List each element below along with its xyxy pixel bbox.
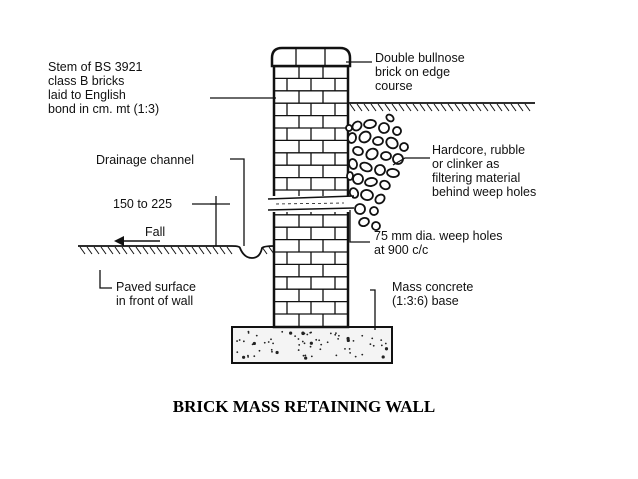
label-line: 150 to 225	[113, 197, 172, 211]
leader-lines	[99, 61, 430, 330]
weep-hole	[267, 195, 355, 212]
label-line: behind weep holes	[432, 185, 536, 199]
label-line: Hardcore, rubble	[432, 143, 525, 157]
label-drainage: Drainage channel	[96, 153, 194, 167]
label-line: Drainage channel	[96, 153, 194, 167]
paved-surface	[78, 245, 275, 259]
label-line: at 900 c/c	[374, 243, 428, 257]
label-line: filtering material	[432, 171, 520, 185]
retained-ground	[348, 102, 535, 112]
label-mass-concrete: Mass concrete(1:3:6) base	[392, 280, 473, 308]
label-line: laid to English	[48, 88, 126, 102]
label-line: in front of wall	[116, 294, 193, 308]
mass-concrete-base	[231, 326, 393, 364]
hardcore-fill	[345, 113, 409, 231]
label-dimension: 150 to 225	[113, 197, 172, 211]
bullnose-coping	[270, 46, 352, 68]
fall-arrow	[114, 236, 160, 246]
label-line: class B bricks	[48, 74, 124, 88]
label-line: brick on edge	[375, 65, 450, 79]
label-line: Paved surface	[116, 280, 196, 294]
label-line: Fall	[145, 225, 165, 239]
diagram-caption: BRICK MASS RETAINING WALL	[173, 397, 435, 416]
label-line: (1:3:6) base	[392, 294, 459, 308]
label-fall: Fall	[145, 225, 165, 239]
label-line: bond in cm. mt (1:3)	[48, 102, 159, 116]
label-line: or clinker as	[432, 157, 499, 171]
label-line: course	[375, 79, 413, 93]
label-line: Stem of BS 3921	[48, 60, 143, 74]
label-line: Mass concrete	[392, 280, 473, 294]
label-line: 75 mm dia. weep holes	[374, 229, 503, 243]
label-line: Double bullnose	[375, 51, 465, 65]
